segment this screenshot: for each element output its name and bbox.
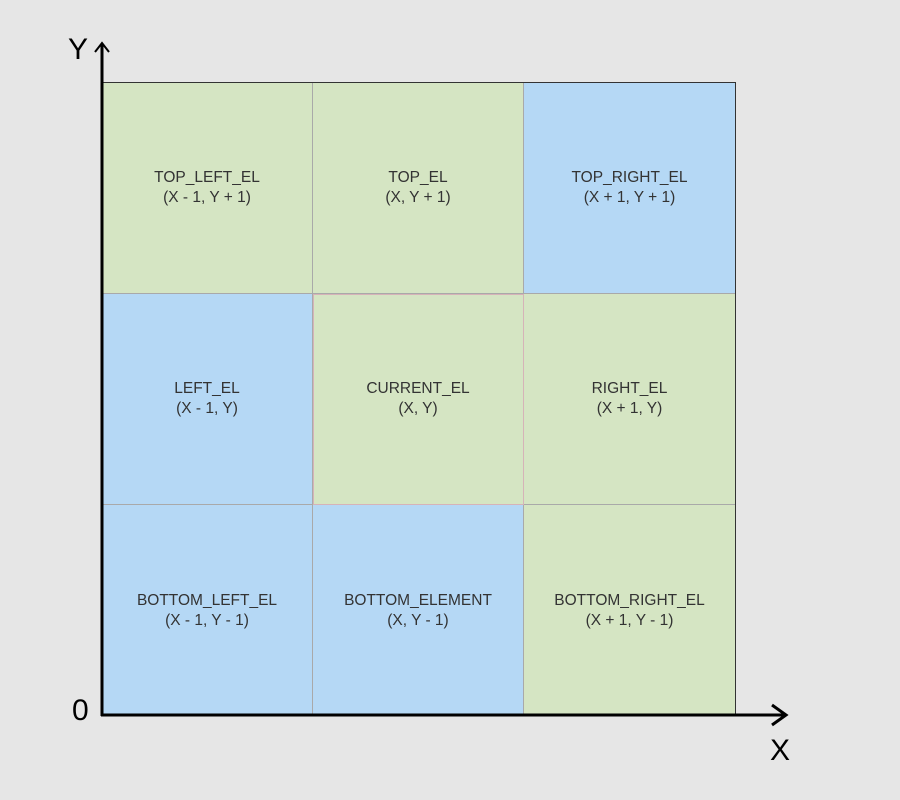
x-axis-arrow <box>771 703 789 727</box>
cell-label: BOTTOM_ELEMENT <box>344 591 492 609</box>
cell-coordinates: (X - 1, Y + 1) <box>163 189 251 206</box>
cell-label: TOP_EL <box>388 169 448 186</box>
cell-bottom-left-el: BOTTOM_LEFT_EL (X - 1, Y - 1) <box>102 505 313 716</box>
neighbor-grid: TOP_LEFT_EL (X - 1, Y + 1) TOP_EL (X, Y + 1… <box>102 82 736 716</box>
cell-label: BOTTOM_RIGHT_EL <box>554 591 705 609</box>
x-axis-label: X <box>770 734 791 767</box>
cell-coordinates: (X - 1, Y - 1) <box>165 611 249 629</box>
cell-left-el: LEFT_EL (X - 1, Y) <box>102 294 313 505</box>
y-axis-label: Y <box>68 33 89 66</box>
cell-label: TOP_LEFT_EL <box>154 169 260 186</box>
cell-label: BOTTOM_LEFT_EL <box>136 591 278 609</box>
cell-top-el: TOP_EL (X, Y + 1) <box>313 83 524 294</box>
cell-coordinates: (X, Y + 1) <box>385 189 451 206</box>
cell-bottom-element: BOTTOM_ELEMENT (X, Y - 1) <box>313 505 524 716</box>
origin-label: 0 <box>72 694 89 727</box>
cell-label: LEFT_EL <box>174 380 240 397</box>
cell-label: RIGHT_EL <box>591 380 668 397</box>
cell-bottom-right-el: BOTTOM_RIGHT_EL (X + 1, Y - 1) <box>524 505 735 716</box>
cell-coordinates: (X + 1, Y - 1) <box>585 611 674 629</box>
cell-coordinates: (X - 1, Y) <box>176 400 238 417</box>
cell-coordinates: (X, Y - 1) <box>387 611 449 629</box>
cell-right-el: RIGHT_EL (X + 1, Y) <box>524 294 735 505</box>
cell-coordinates: (X + 1, Y) <box>596 400 663 417</box>
cell-label: CURRENT_EL <box>366 380 470 397</box>
cell-coordinates: (X + 1, Y + 1) <box>583 189 676 206</box>
y-axis-arrow <box>94 41 110 53</box>
cell-top-right-el: TOP_RIGHT_EL (X + 1, Y + 1) <box>524 83 735 294</box>
cell-current-el: CURRENT_EL (X, Y) <box>313 294 524 505</box>
cell-label: TOP_RIGHT_EL <box>571 169 688 186</box>
cell-coordinates: (X, Y) <box>398 400 438 417</box>
cell-top-left-el: TOP_LEFT_EL (X - 1, Y + 1) <box>102 83 313 294</box>
